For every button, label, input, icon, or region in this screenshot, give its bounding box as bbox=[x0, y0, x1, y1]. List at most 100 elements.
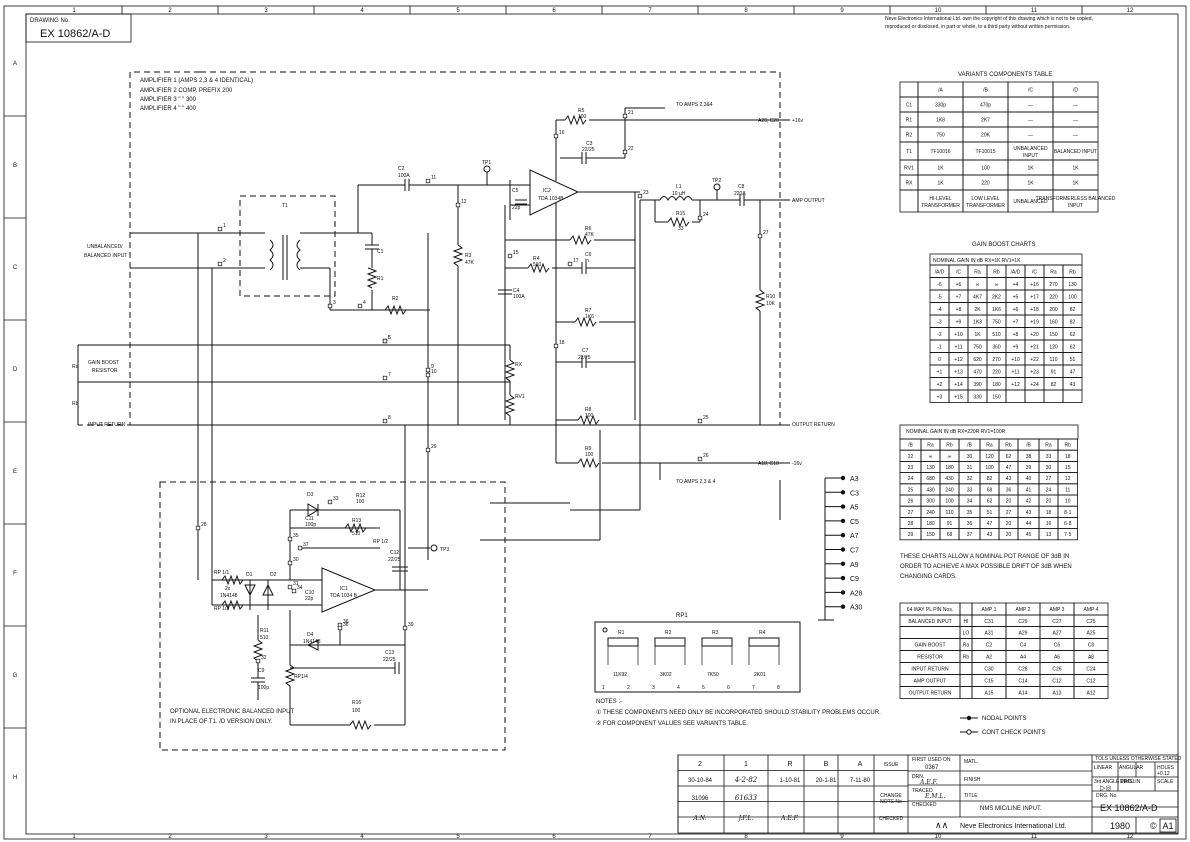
potentiometer-rv1 bbox=[504, 394, 516, 417]
variants-text: TRANSFORMERLESS BALANCED bbox=[1036, 196, 1116, 202]
pin-table-cell bbox=[959, 662, 973, 675]
rp1-resistor-name: R1 bbox=[618, 630, 625, 636]
variants-text: 1K bbox=[1027, 181, 1034, 187]
node-number: 10 bbox=[431, 369, 437, 375]
resistor-r7 bbox=[574, 316, 597, 328]
variants-text: R1 bbox=[906, 118, 913, 124]
gain-chart-2-text: 43 bbox=[1026, 510, 1032, 516]
border-column-label: 9 bbox=[840, 834, 844, 840]
resistor-rp11 bbox=[221, 574, 244, 586]
gain-chart-1-text: /A/D bbox=[1011, 269, 1021, 275]
variants-text: TRANSFORMER bbox=[921, 203, 960, 209]
variants-text: — bbox=[1028, 118, 1033, 124]
variants-text: — bbox=[1073, 118, 1078, 124]
rp1-pin-number: 5 bbox=[702, 685, 705, 691]
resistor-r3 bbox=[452, 244, 464, 267]
node-number: 34 bbox=[297, 585, 303, 591]
node-marker bbox=[637, 193, 643, 199]
gain-chart-1-text: +2 bbox=[937, 382, 943, 388]
pin-table-text: C6 bbox=[1054, 643, 1061, 649]
gain-chart-2-text: 430 bbox=[945, 476, 954, 482]
issue-date: 7-11-80 bbox=[850, 778, 871, 784]
neve-logo-icon: ∧∧ bbox=[935, 820, 948, 830]
gain-chart-1-text: +19 bbox=[1030, 319, 1039, 325]
component-label-rx: RX bbox=[515, 362, 523, 368]
test-point-tp1 bbox=[483, 165, 491, 173]
variants-text: /C bbox=[1028, 88, 1033, 94]
node-marker bbox=[425, 447, 431, 453]
component-label-c9: C9 bbox=[258, 668, 265, 674]
pin-table-text: BALANCED INPUT bbox=[908, 619, 951, 625]
variants-text: C1 bbox=[906, 103, 913, 109]
node-number: 35 bbox=[293, 533, 299, 539]
gain-chart-2-text: 12 bbox=[1065, 476, 1071, 482]
node-marker bbox=[255, 658, 261, 664]
rb-label: Rb bbox=[72, 401, 79, 407]
gain-chart-1-text: Rb bbox=[993, 269, 1000, 275]
gain-chart-2-text: 26 bbox=[908, 499, 914, 505]
gain-chart-2-text: 130 bbox=[926, 465, 935, 471]
component-label-c7v: 22/25 bbox=[578, 355, 591, 361]
amplifier-2-note: AMPLIFIER 2 COMP. PREFIX 200 bbox=[140, 88, 233, 94]
gain-chart-2-cell bbox=[1057, 528, 1078, 541]
component-label-c5t: C5 bbox=[512, 188, 519, 194]
node-number: 4 bbox=[363, 300, 366, 306]
gain-chart-2-text: 29 bbox=[908, 532, 914, 538]
gain-chart-2-text: 27 bbox=[1006, 510, 1012, 516]
component-label-r13: R13 bbox=[352, 518, 361, 524]
rp1-resistor bbox=[654, 637, 686, 647]
gain-chart-2-text: 24 bbox=[1046, 487, 1052, 493]
pin-node bbox=[840, 547, 846, 552]
component-labels: C2100AR5100C322/25C1R1R2R347KR4510C6inR6… bbox=[214, 108, 776, 714]
note-1: ① THESE COMPONENTS NEED ONLY BE INCORPOR… bbox=[596, 709, 881, 716]
pin-node bbox=[840, 575, 846, 581]
rp1-resistor-value: 7K50 bbox=[707, 672, 719, 678]
gain-chart-1-text: +18 bbox=[1030, 307, 1039, 313]
node-number: 6 bbox=[388, 335, 391, 341]
gain-chart-1-text: 82 bbox=[1051, 382, 1057, 388]
note-2: ② FOR COMPONENT VALUES SEE VARIANTS TABL… bbox=[596, 720, 748, 727]
pin-table-text: A14 bbox=[1019, 691, 1028, 697]
pin-table-text: A29 bbox=[1019, 631, 1028, 637]
component-label-d3: D3 bbox=[307, 492, 314, 498]
node-number: 16 bbox=[559, 130, 565, 136]
gain-chart-1-text: 270 bbox=[1049, 282, 1058, 288]
component-label-r3: R3 bbox=[465, 253, 472, 259]
component-label-rp13: RP 1/3 bbox=[214, 606, 229, 612]
rp1-pin-number: 1 bbox=[602, 685, 605, 691]
gain-chart-2-text: 27 bbox=[1046, 476, 1052, 482]
legend: NODAL POINTS CONT CHECK POINTS bbox=[960, 715, 1046, 736]
variants-text: UNBALANCED bbox=[1013, 146, 1048, 152]
gain-chart-2-text: /B bbox=[967, 443, 972, 449]
gain-chart-2-text: 20 bbox=[1046, 499, 1052, 505]
gain-chart-2-text: 30 bbox=[1046, 465, 1052, 471]
gain-chart-1-text: +7 bbox=[1013, 319, 1019, 325]
output-return-label: OUTPUT RETURN bbox=[792, 422, 835, 428]
border-column-label: 5 bbox=[456, 834, 460, 840]
pin-table-text: C27 bbox=[1052, 619, 1061, 625]
node-marker bbox=[382, 338, 388, 344]
drawing-no-label: DRAWING No. bbox=[30, 18, 70, 24]
gain-chart-1-text: +16 bbox=[1030, 282, 1039, 288]
pin-table-text: A27 bbox=[1053, 631, 1062, 637]
gain-chart-1-text: 750 bbox=[973, 344, 982, 350]
pin-table-text: Rb bbox=[963, 655, 970, 661]
variants-text: /D bbox=[1073, 88, 1078, 94]
gain-chart-2-text: 43 bbox=[987, 532, 993, 538]
company-name: Neve Electronics International Ltd. bbox=[960, 823, 1067, 830]
node-number: 7 bbox=[388, 372, 391, 378]
gain-chart-1-text: Rb bbox=[1069, 269, 1076, 275]
gain-chart-2-text: 62 bbox=[987, 499, 993, 505]
pin-table-text: A31 bbox=[985, 631, 994, 637]
finish-label: FINISH bbox=[964, 777, 981, 783]
pin-table-text: A2 bbox=[986, 655, 992, 661]
pin-node bbox=[840, 518, 846, 524]
gain-chart-1-text: +17 bbox=[1030, 294, 1039, 300]
component-label-c6v: in bbox=[585, 258, 589, 264]
gain-chart-1-text: 390 bbox=[973, 382, 982, 388]
node-marker bbox=[402, 625, 408, 631]
border-column-label: 11 bbox=[1031, 834, 1038, 840]
projection-symbol-icon: ▷◎ bbox=[1100, 785, 1112, 792]
pin-label-c5: C5 bbox=[850, 519, 859, 526]
holes-value: +0.12 bbox=[1157, 771, 1170, 777]
